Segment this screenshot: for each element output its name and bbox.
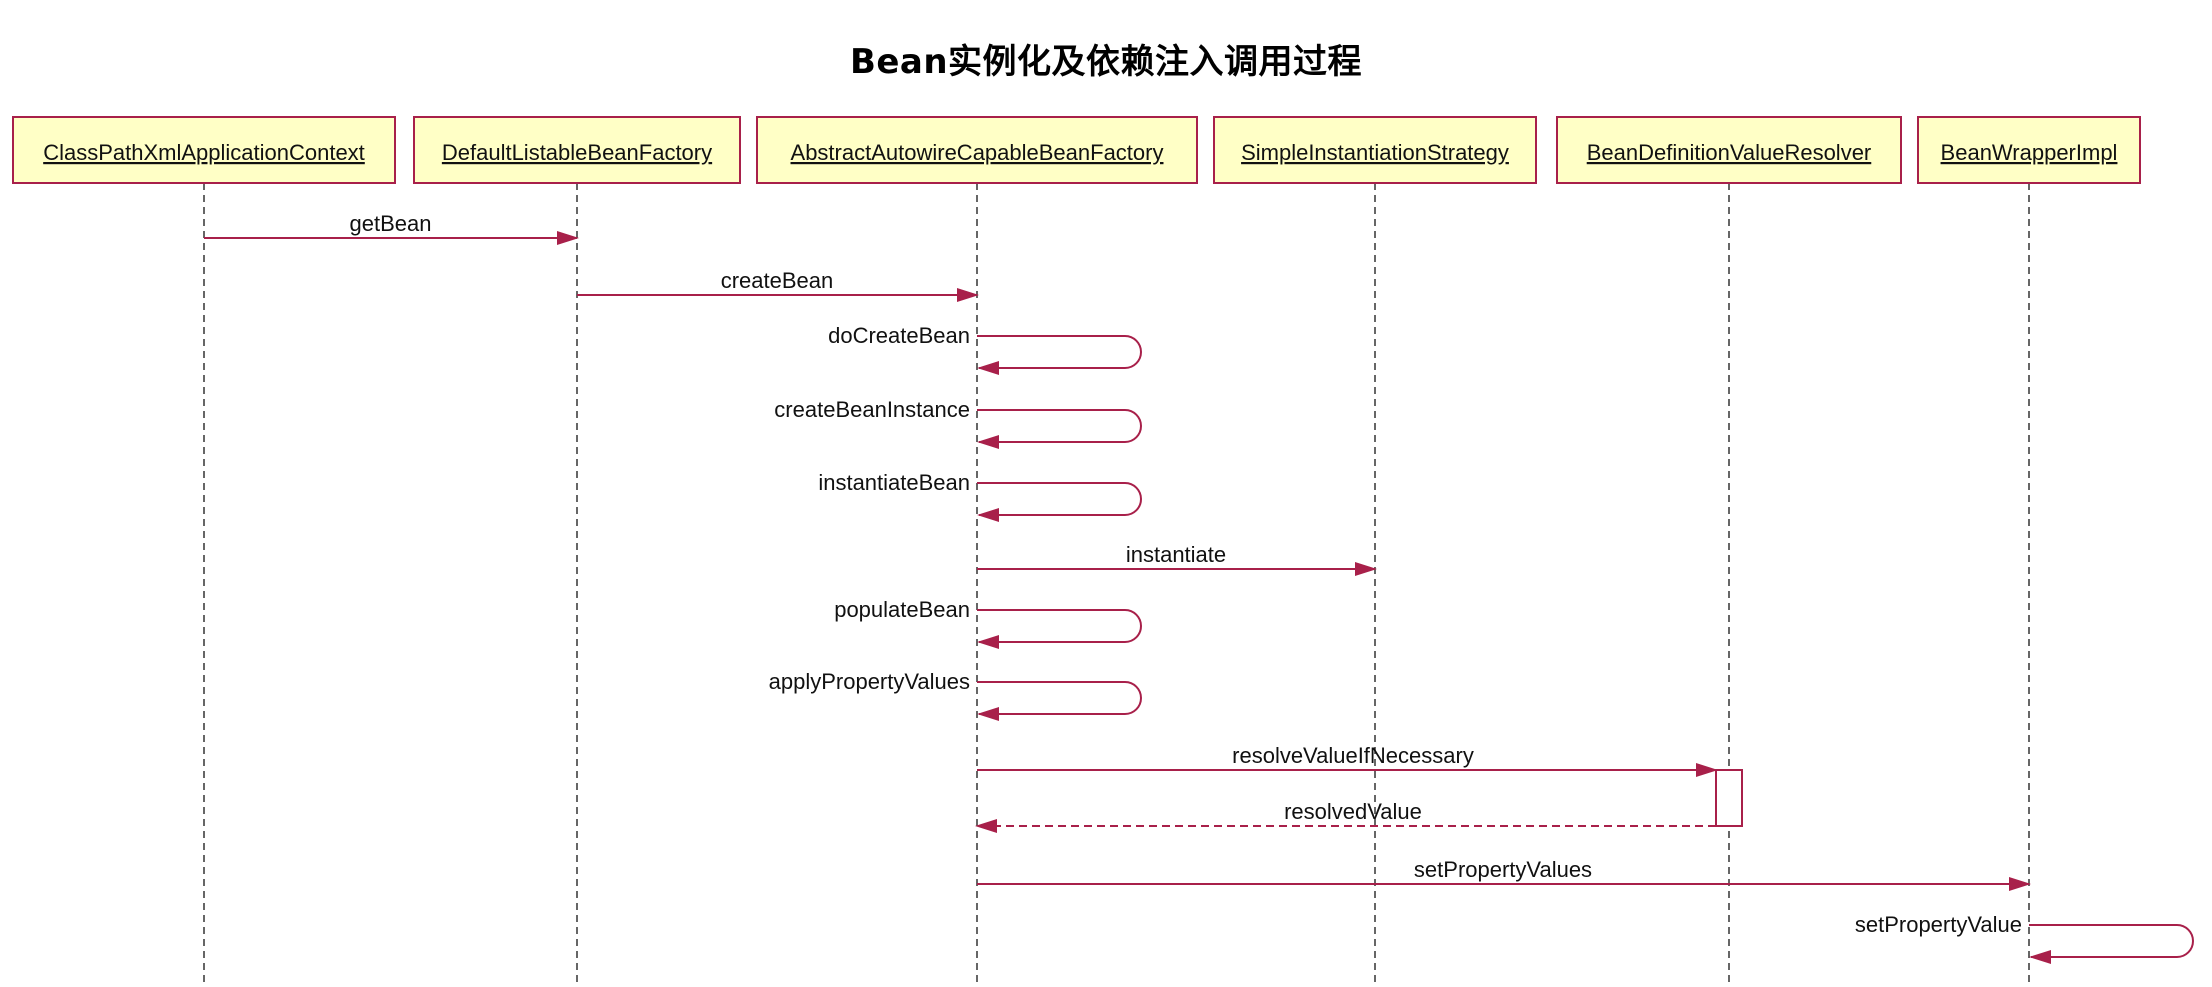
message-label: resolvedValue	[1284, 799, 1422, 824]
participant-box-sis[interactable]	[1213, 116, 1537, 184]
message-label: doCreateBean	[828, 323, 970, 348]
message-label: instantiateBean	[818, 470, 970, 495]
participant-box-dlbf[interactable]	[413, 116, 741, 184]
message-label: setPropertyValues	[1414, 857, 1592, 882]
message-label: applyPropertyValues	[769, 669, 970, 694]
participant-label-aacbf: AbstractAutowireCapableBeanFactory	[791, 140, 1164, 165]
participant-box-bdvr[interactable]	[1556, 116, 1902, 184]
message-label: setPropertyValue	[1855, 912, 2022, 937]
message-label: resolveValueIfNecessary	[1232, 743, 1474, 768]
participant-box-bwi[interactable]	[1917, 116, 2141, 184]
self-message-arrow	[977, 609, 1143, 649]
activation-bar	[1715, 769, 1743, 827]
participant-label-cpxac: ClassPathXmlApplicationContext	[43, 140, 365, 165]
self-message-arrow	[977, 335, 1143, 375]
message-label: populateBean	[834, 597, 970, 622]
participant-label-bwi: BeanWrapperImpl	[1941, 140, 2118, 165]
message-label: createBean	[721, 268, 834, 293]
participant-label-sis: SimpleInstantiationStrategy	[1241, 140, 1509, 165]
message-label: getBean	[350, 211, 432, 236]
participant-box-cpxac[interactable]	[12, 116, 396, 184]
self-message-arrow	[977, 409, 1143, 449]
self-message-arrow	[977, 681, 1143, 721]
participant-label-bdvr: BeanDefinitionValueResolver	[1587, 140, 1872, 165]
message-label: instantiate	[1126, 542, 1226, 567]
message-label: createBeanInstance	[774, 397, 970, 422]
participant-label-dlbf: DefaultListableBeanFactory	[442, 140, 712, 165]
diagram-title: Bean实例化及依赖注入调用过程	[849, 42, 1363, 82]
self-message-arrow	[2029, 924, 2195, 964]
participant-box-aacbf[interactable]	[756, 116, 1198, 184]
self-message-arrow	[977, 482, 1143, 522]
